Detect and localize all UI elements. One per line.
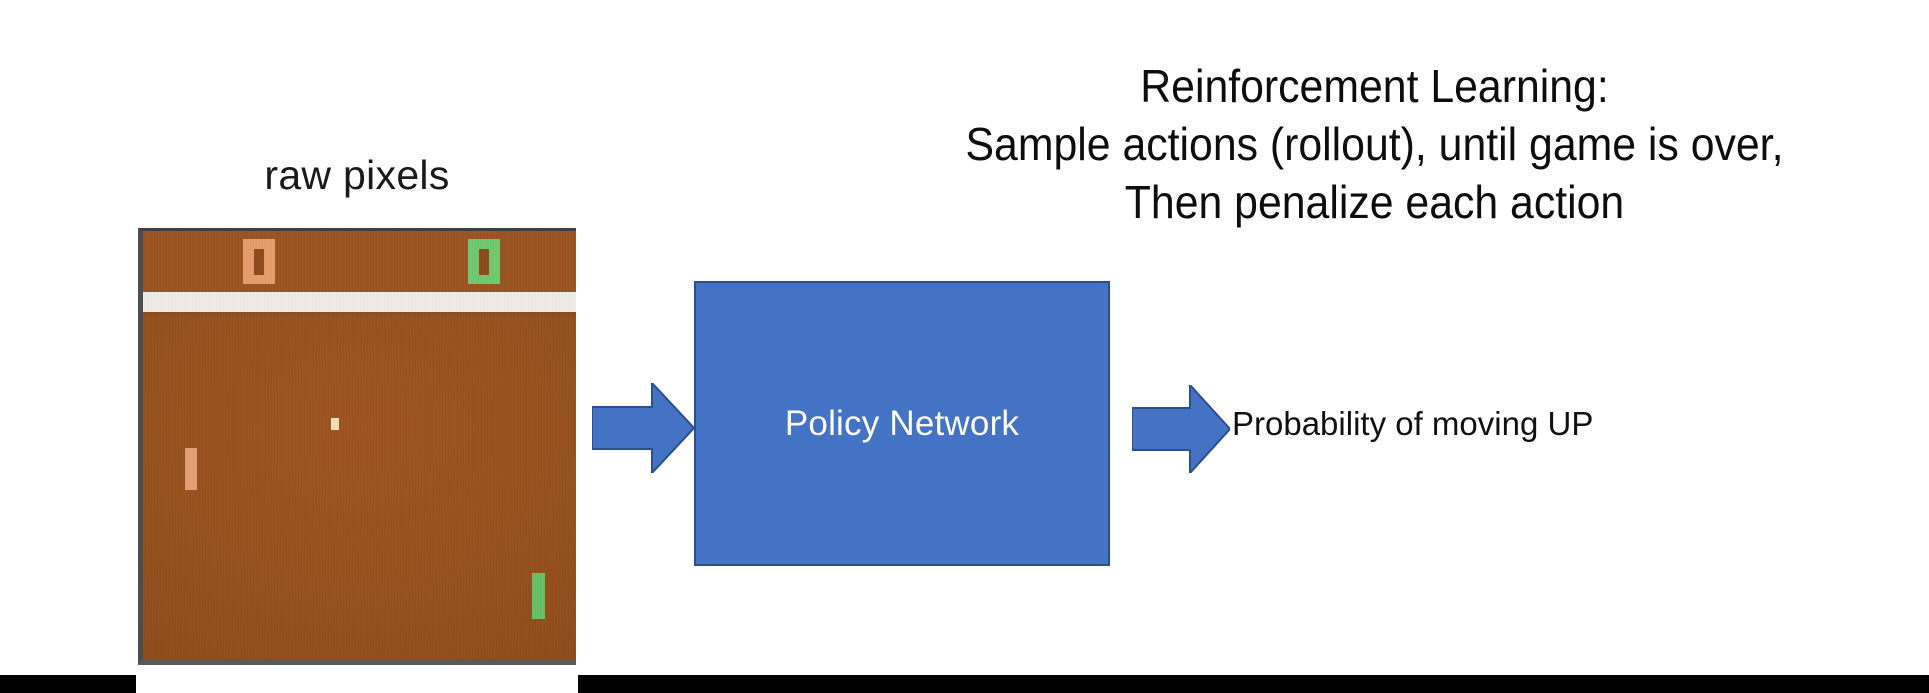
policy-network-box[interactable]: Policy Network — [694, 281, 1110, 566]
title-line-3: Then penalize each action — [1124, 175, 1625, 228]
pong-score-left — [243, 239, 275, 284]
pong-ball — [331, 418, 339, 430]
bottom-bar-left — [0, 675, 136, 693]
pong-screen — [143, 231, 576, 659]
raw-pixels-caption: raw pixels — [264, 152, 450, 198]
title-line-2: Sample actions (rollout), until game is … — [965, 117, 1784, 170]
score-digit-hole — [254, 249, 264, 275]
pong-paddle-right — [532, 573, 545, 619]
slide-title: Reinforcement Learning: Sample actions (… — [859, 58, 1890, 232]
pong-score-right — [468, 239, 500, 284]
input-arrow-icon — [592, 383, 694, 473]
title-line-1: Reinforcement Learning: — [1140, 60, 1609, 112]
pong-game-image — [138, 228, 576, 665]
score-digit-hole — [479, 249, 489, 275]
pong-paddle-left — [185, 448, 197, 490]
bottom-bar-right — [578, 675, 1929, 693]
pong-scoreboard-band — [143, 231, 576, 292]
output-arrow-icon — [1132, 385, 1230, 473]
output-probability-label: Probability of moving UP — [1232, 405, 1594, 442]
policy-network-label: Policy Network — [784, 403, 1020, 443]
pong-divider-line — [143, 292, 576, 312]
